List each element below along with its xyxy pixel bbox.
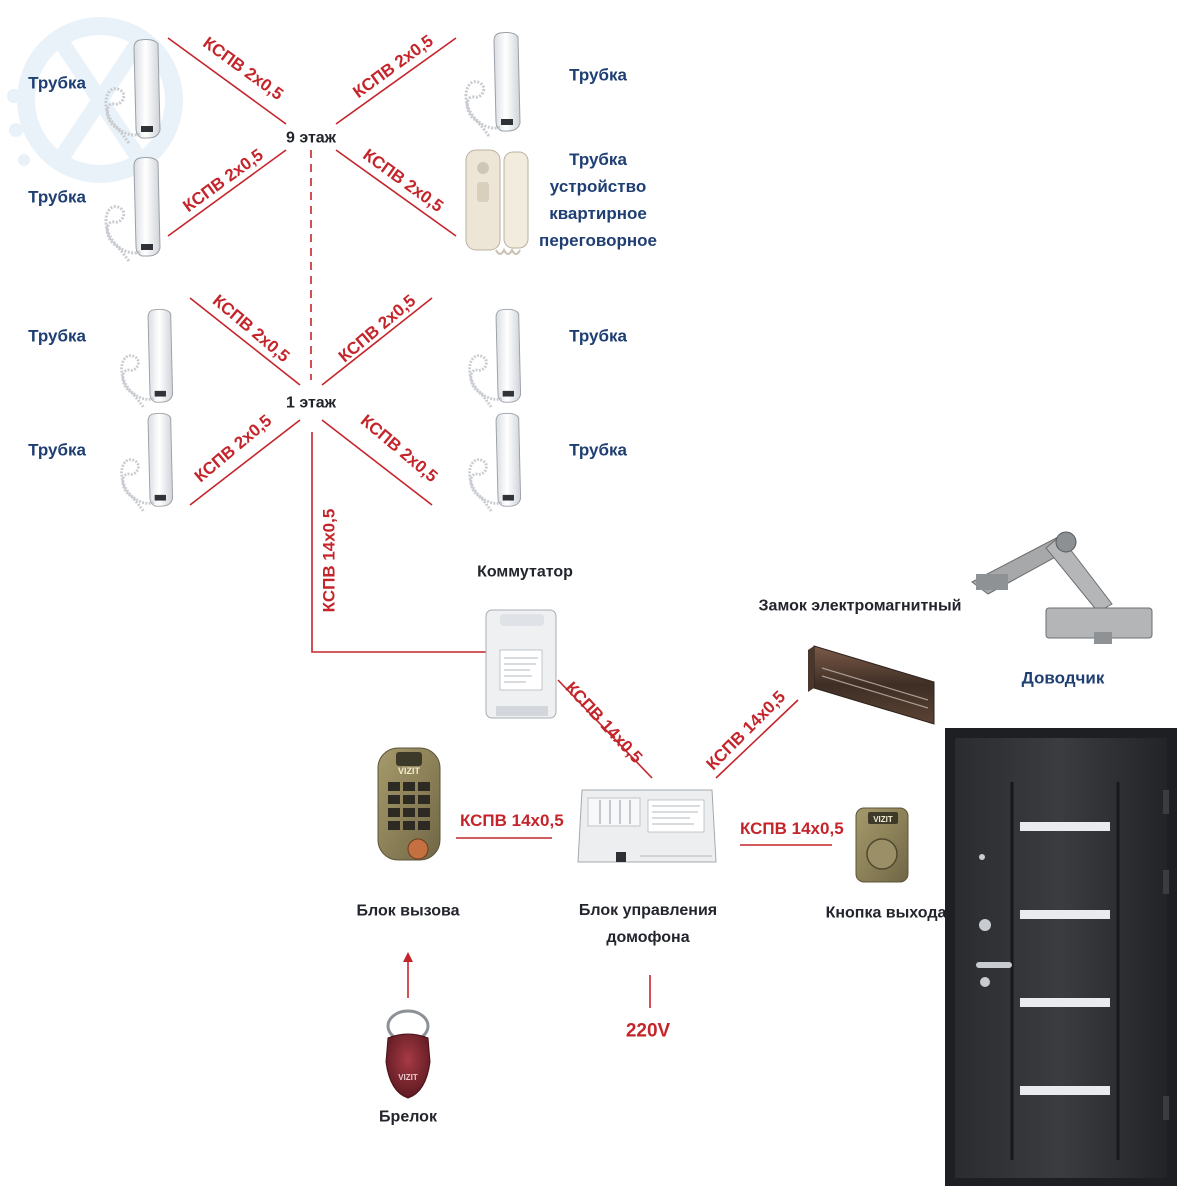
label-handset-f1-br: Трубка bbox=[569, 440, 627, 460]
handset-icon-f1-tr bbox=[468, 307, 522, 408]
label-apartment-device: Трубка устройство квартирное переговорно… bbox=[539, 150, 657, 250]
wires bbox=[167, 37, 832, 1008]
wire-control-to-lock bbox=[715, 699, 799, 779]
label-switch: Коммутатор bbox=[477, 563, 573, 581]
wire-f9-top-right bbox=[335, 37, 457, 125]
label-door-closer: Доводчик bbox=[1021, 668, 1105, 688]
exit-button-brand-text: VIZIT bbox=[873, 815, 893, 824]
cable-label-control-exit: КСПВ 14х0,5 bbox=[740, 819, 844, 838]
control-unit-icon bbox=[577, 789, 717, 863]
door-icon bbox=[945, 728, 1177, 1186]
arrowhead-icon bbox=[403, 952, 413, 962]
wire-switch-to-control bbox=[557, 679, 653, 779]
label-exit-button: Кнопка выхода bbox=[825, 904, 947, 922]
label-handset-f1-bl: Трубка bbox=[28, 440, 86, 460]
wire-riser-to-switch bbox=[311, 432, 486, 653]
wire-f1-bottom-left bbox=[189, 419, 301, 506]
label-floor-9: 9 этаж bbox=[285, 129, 337, 147]
wire-f1-bottom-right bbox=[321, 419, 433, 506]
handset-icon-f9-tr bbox=[464, 30, 522, 138]
label-handset-f1-tr: Трубка bbox=[569, 326, 627, 346]
label-handset-f1-tl: Трубка bbox=[28, 326, 86, 346]
label-handset-f9-bl: Трубка bbox=[28, 187, 86, 207]
label-magnetic-lock: Замок электромагнитный bbox=[758, 597, 962, 615]
key-fob-brand-text: VIZIT bbox=[398, 1073, 418, 1082]
wire-f1-top-right bbox=[321, 297, 433, 386]
label-call-panel: Блок вызова bbox=[356, 902, 460, 920]
label-handset-f9-tl: Трубка bbox=[28, 73, 86, 93]
handset-icon-f1-br bbox=[468, 411, 523, 514]
wire-f9-top-left bbox=[167, 37, 287, 125]
handset-icon-f1-tl bbox=[120, 307, 174, 408]
label-handset-f9-tr: Трубка bbox=[569, 65, 627, 85]
wire-f9-bottom-left bbox=[167, 149, 287, 237]
cable-label-riser: КСПВ 14х0,5 bbox=[319, 508, 339, 613]
cable-label-panel-control: КСПВ 14х0,5 bbox=[460, 811, 564, 830]
label-power-220v: 220V bbox=[625, 1020, 671, 1042]
apartment-device-icon bbox=[465, 149, 529, 255]
door-closer-icon bbox=[971, 531, 1153, 644]
label-floor-1: 1 этаж bbox=[285, 394, 337, 412]
label-key-fob: Брелок bbox=[379, 1108, 437, 1126]
switch-icon bbox=[485, 609, 557, 719]
key-fob-icon: VIZIT bbox=[385, 1009, 431, 1099]
call-panel-brand-text: VIZIT bbox=[398, 766, 421, 776]
exit-button-icon: VIZIT bbox=[855, 807, 909, 883]
call-panel-icon: VIZIT bbox=[377, 747, 441, 861]
wire-f9-bottom-right bbox=[335, 149, 457, 237]
magnetic-lock-icon bbox=[808, 645, 935, 725]
wire-f1-top-left bbox=[189, 297, 301, 386]
label-control-unit: Блок управления домофона bbox=[578, 902, 718, 946]
handset-icon-f1-bl bbox=[120, 411, 175, 514]
